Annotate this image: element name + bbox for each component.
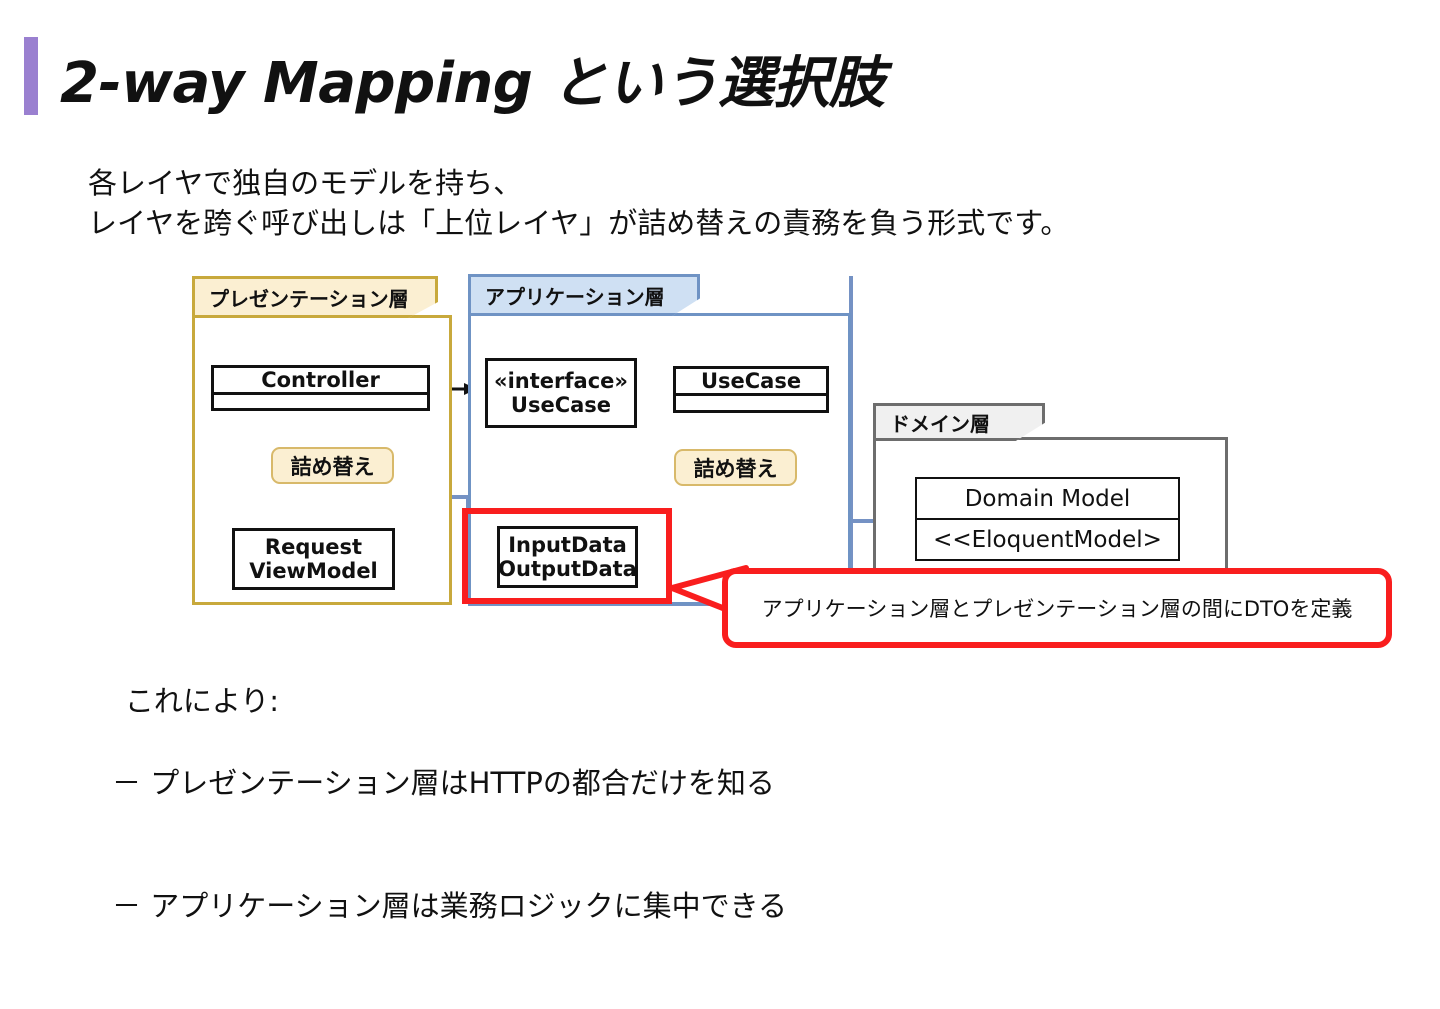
class-inputdata-outputdata: InputData OutputData	[497, 526, 638, 588]
class-usecase-interface-name: «interface» UseCase	[494, 369, 628, 417]
class-usecase-separator	[676, 393, 826, 396]
class-controller: Controller	[211, 365, 430, 411]
highlight-box-dto	[462, 508, 672, 604]
package-tab-domain: ドメイン層	[873, 403, 1045, 441]
package-label-application: アプリケーション層	[485, 284, 665, 309]
class-domain-model-stereotype: <<EloquentModel>	[933, 526, 1162, 553]
package-tab-application: アプリケーション層	[468, 274, 700, 316]
note-chip-repack-presentation: 詰め替え	[271, 447, 394, 484]
outro-block: これにより: － プレゼンテーション層はHTTPの都合だけを知る － アプリケー…	[88, 640, 787, 1009]
class-domain-model-separator	[917, 518, 1178, 520]
class-inputdata-outputdata-name: InputData OutputData	[498, 533, 637, 581]
package-label-presentation: プレゼンテーション層	[209, 286, 409, 311]
class-usecase-name: UseCase	[700, 369, 802, 393]
package-label-domain: ドメイン層	[890, 411, 990, 436]
class-domain-model: Domain Model <<EloquentModel>	[915, 477, 1180, 561]
class-usecase-interface: «interface» UseCase	[485, 358, 637, 428]
outro-bullet-2: － アプリケーション層は業務ロジックに集中できる	[112, 889, 788, 923]
class-controller-compartment	[214, 395, 427, 408]
class-request-viewmodel: Request ViewModel	[232, 528, 395, 590]
class-request-viewmodel-name: Request ViewModel	[249, 535, 378, 583]
package-tab-presentation: プレゼンテーション層	[192, 276, 438, 318]
architecture-diagram: プレゼンテーション層 アプリケーション層 ドメイン層 Controller «i…	[192, 274, 1392, 648]
note-chip-repack-application: 詰め替え	[674, 449, 797, 486]
outro-heading: これにより:	[124, 684, 280, 718]
lead-paragraph: 各レイヤで独自のモデルを持ち、 レイヤを跨ぐ呼び出しは「上位レイヤ」が詰め替えの…	[88, 166, 1070, 240]
callout-dto-note-text: アプリケーション層とプレゼンテーション層の間にDTOを定義	[761, 597, 1353, 621]
title-accent-bar	[24, 37, 38, 115]
note-chip-repack-application-label: 詰め替え	[693, 456, 778, 481]
class-controller-separator	[214, 392, 427, 395]
note-chip-repack-presentation-label: 詰め替え	[290, 454, 375, 479]
slide: 2-way Mapping という選択肢 各レイヤで独自のモデルを持ち、 レイヤ…	[24, 37, 1392, 923]
class-usecase: UseCase	[673, 366, 829, 413]
outro-bullet-1: － プレゼンテーション層はHTTPの都合だけを知る	[112, 766, 775, 800]
class-controller-name: Controller	[261, 368, 380, 392]
page-title: 2-way Mapping という選択肢	[60, 51, 885, 116]
callout-dto-note: アプリケーション層とプレゼンテーション層の間にDTOを定義	[722, 568, 1392, 648]
class-usecase-compartment	[676, 396, 826, 410]
class-domain-model-name: Domain Model	[964, 485, 1131, 512]
